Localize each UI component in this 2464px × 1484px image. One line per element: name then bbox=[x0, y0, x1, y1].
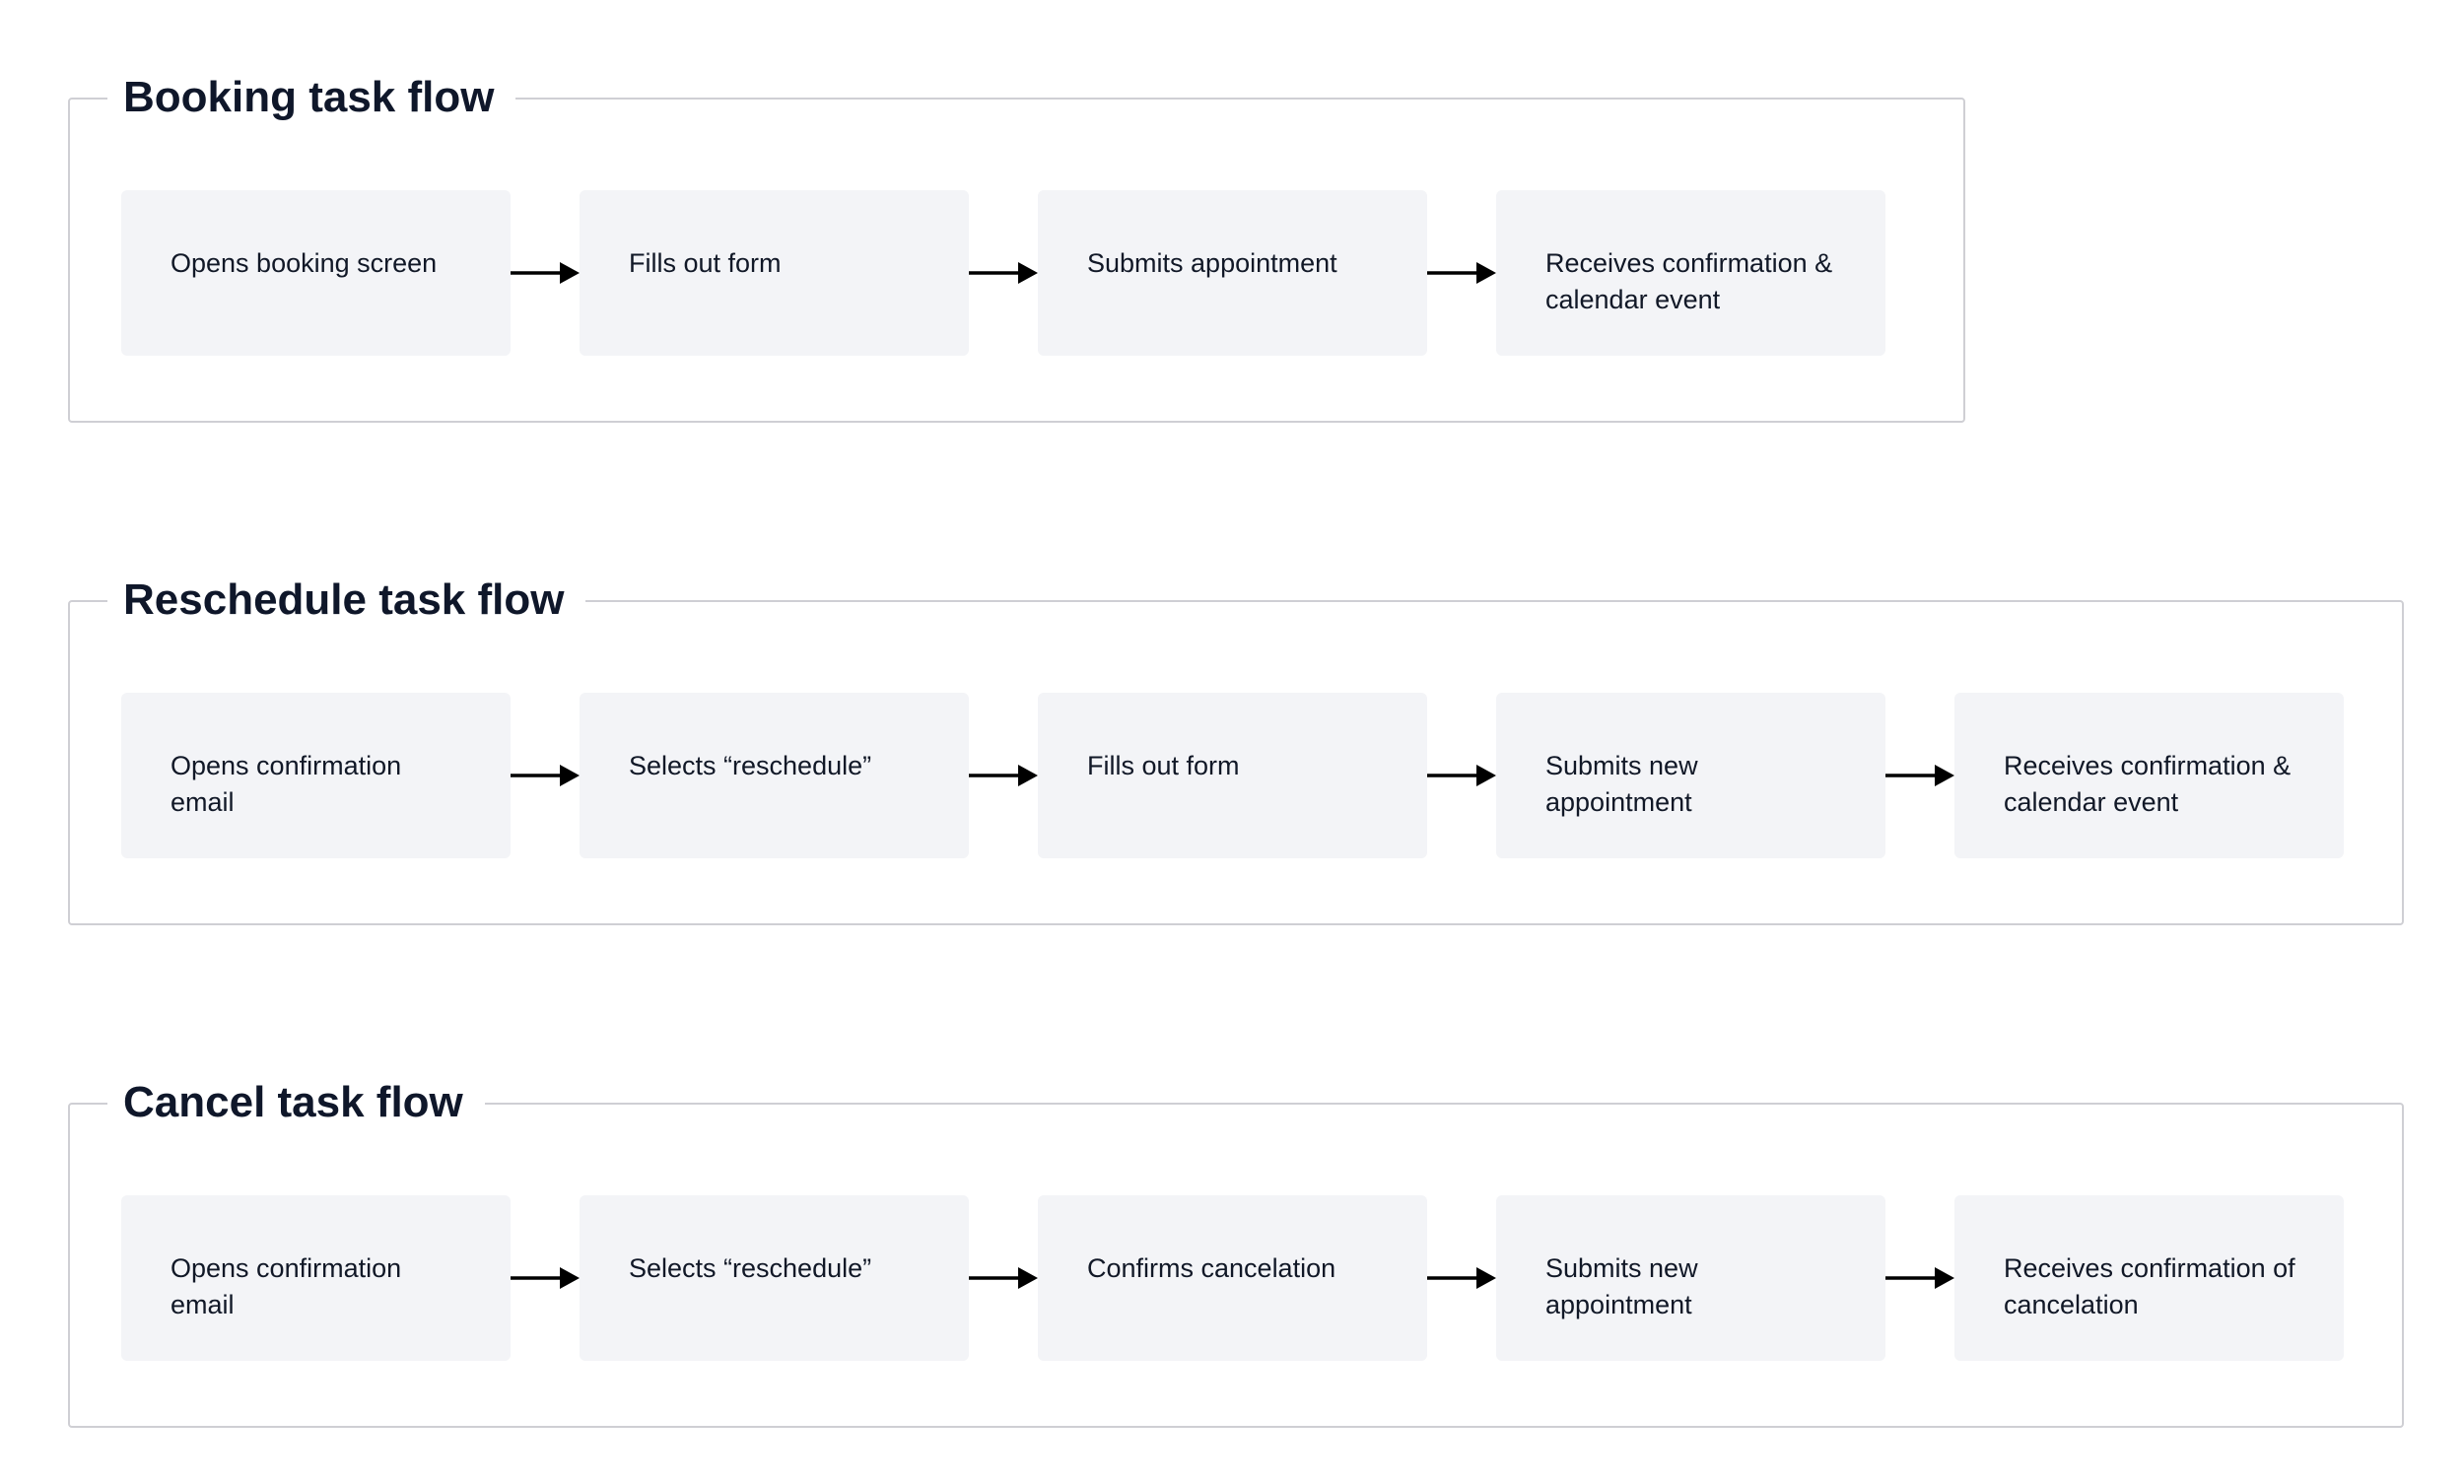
arrow-right-icon bbox=[511, 1195, 580, 1361]
reschedule-step-2: Selects “reschedule” bbox=[580, 693, 969, 858]
cancel-flow-frame: Cancel task flow Opens confirmation emai… bbox=[68, 1077, 2404, 1428]
arrow-right-icon bbox=[511, 190, 580, 356]
booking-flow-frame: Booking task flow Opens booking screen F… bbox=[68, 72, 1965, 423]
arrow-right-icon bbox=[969, 693, 1038, 858]
reschedule-step-1: Opens confirmation email bbox=[121, 693, 511, 858]
arrow-right-icon bbox=[969, 1195, 1038, 1361]
cancel-step-2: Selects “reschedule” bbox=[580, 1195, 969, 1361]
booking-step-4: Receives confirmation & calendar event bbox=[1496, 190, 1885, 356]
booking-flow-steps: Opens booking screen Fills out form Subm… bbox=[121, 190, 1885, 356]
arrow-right-icon bbox=[1427, 693, 1496, 858]
arrow-right-icon bbox=[511, 693, 580, 858]
reschedule-step-3: Fills out form bbox=[1038, 693, 1427, 858]
cancel-step-3: Confirms cancelation bbox=[1038, 1195, 1427, 1361]
cancel-flow-title: Cancel task flow bbox=[107, 1077, 485, 1128]
booking-step-3: Submits appointment bbox=[1038, 190, 1427, 356]
arrow-right-icon bbox=[1885, 1195, 1954, 1361]
arrow-right-icon bbox=[1427, 1195, 1496, 1361]
reschedule-step-5: Receives confirmation & calendar event bbox=[1954, 693, 2344, 858]
booking-flow-title: Booking task flow bbox=[107, 72, 516, 123]
reschedule-flow-steps: Opens confirmation email Selects “resche… bbox=[121, 693, 2344, 858]
cancel-step-5: Receives confirmation of cancelation bbox=[1954, 1195, 2344, 1361]
booking-step-2: Fills out form bbox=[580, 190, 969, 356]
arrow-right-icon bbox=[969, 190, 1038, 356]
arrow-right-icon bbox=[1427, 190, 1496, 356]
arrow-right-icon bbox=[1885, 693, 1954, 858]
reschedule-flow-frame: Reschedule task flow Opens confirmation … bbox=[68, 574, 2404, 925]
cancel-step-1: Opens confirmation email bbox=[121, 1195, 511, 1361]
reschedule-flow-title: Reschedule task flow bbox=[107, 574, 586, 626]
reschedule-step-4: Submits new appointment bbox=[1496, 693, 1885, 858]
cancel-flow-steps: Opens confirmation email Selects “resche… bbox=[121, 1195, 2344, 1361]
cancel-step-4: Submits new appointment bbox=[1496, 1195, 1885, 1361]
booking-step-1: Opens booking screen bbox=[121, 190, 511, 356]
